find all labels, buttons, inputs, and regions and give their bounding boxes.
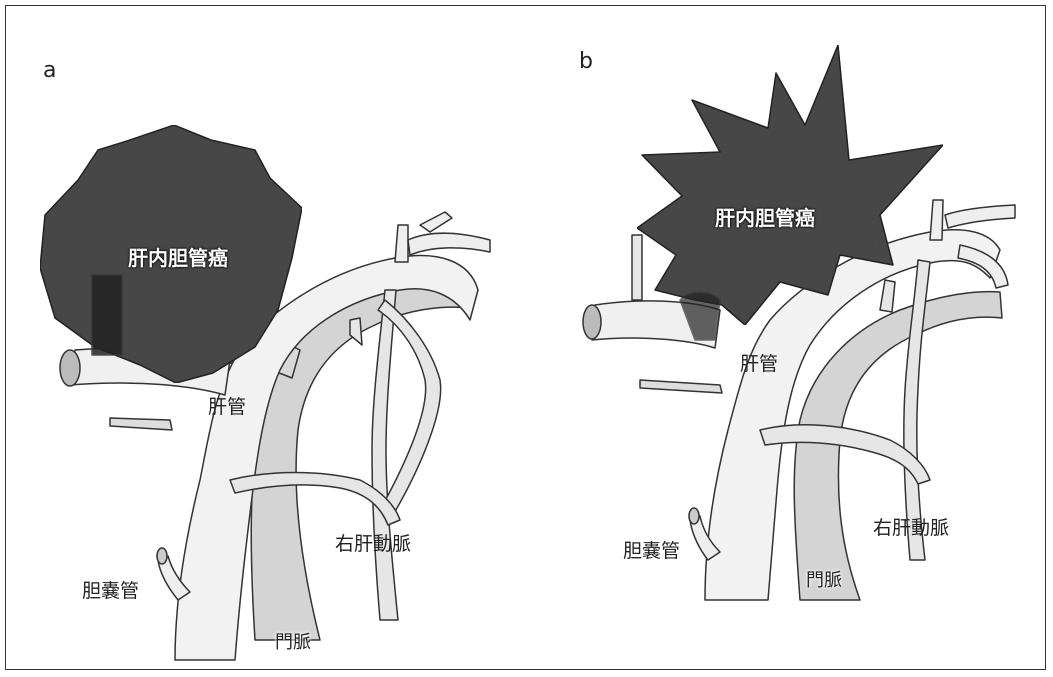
panel-b-hepatic-duct-label: 肝管 [740, 349, 778, 376]
panel-a-portal-vein-label: 門脈 [275, 628, 311, 654]
panel-a-hepatic-duct-label: 肝管 [208, 392, 246, 419]
panel-a-letter: a [43, 58, 56, 83]
panel-b [583, 45, 1015, 600]
panel-a-right-hepatic-artery-label: 右肝動脈 [335, 529, 411, 556]
right-hepatic-artery-a [372, 290, 398, 620]
duct-cut-end-a [60, 350, 80, 386]
panel-b-tumor-label: 肝内胆管癌 [715, 202, 815, 231]
duct-cut-end-b [583, 305, 601, 339]
panel-a-cystic-duct-label: 胆嚢管 [82, 576, 139, 603]
panel-a-tumor-label: 肝内胆管癌 [128, 242, 228, 271]
panel-b-portal-vein-label: 門脈 [806, 566, 842, 592]
panel-b-letter: b [579, 49, 593, 74]
tumor-b [637, 45, 943, 325]
panel-b-right-hepatic-artery-label: 右肝動脈 [873, 513, 949, 540]
panel-b-cystic-duct-label: 胆嚢管 [623, 536, 680, 563]
